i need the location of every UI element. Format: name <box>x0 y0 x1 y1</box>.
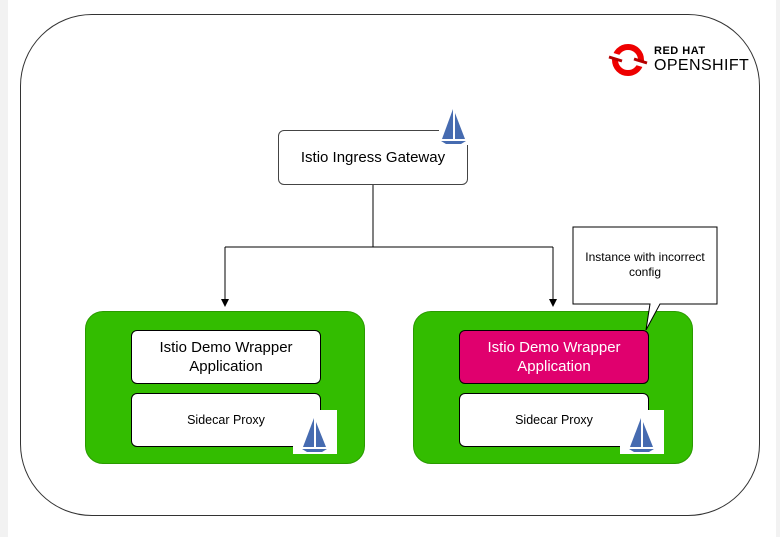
app-label: Istio Demo Wrapper Application <box>487 339 621 375</box>
proxy-label: Sidecar Proxy <box>515 413 593 427</box>
logo-brand-bottom: OPENSHIFT <box>654 57 750 74</box>
istio-sail-icon <box>629 418 654 452</box>
proxy-icon-tile <box>293 410 337 454</box>
sidecar-proxy-box: Sidecar Proxy <box>131 393 321 447</box>
ingress-gateway-box: Istio Ingress Gateway <box>278 130 468 185</box>
callout-text: Instance with incorrect config <box>585 250 705 279</box>
proxy-icon-tile <box>620 410 664 454</box>
gateway-label: Istio Ingress Gateway <box>300 149 446 166</box>
logo-brand-top: RED HAT <box>654 45 706 57</box>
proxy-label: Sidecar Proxy <box>187 413 265 427</box>
istio-sail-icon <box>302 418 327 452</box>
pod-misconfigured: Istio Demo Wrapper Application Sidecar P… <box>413 311 693 464</box>
openshift-logo: RED HAT OPENSHIFT <box>608 40 750 80</box>
istio-sail-icon <box>439 109 469 145</box>
demo-app-box-incorrect: Istio Demo Wrapper Application <box>459 330 649 384</box>
pod-healthy: Istio Demo Wrapper Application Sidecar P… <box>85 311 365 464</box>
demo-app-box: Istio Demo Wrapper Application <box>131 330 321 384</box>
sidecar-proxy-box: Sidecar Proxy <box>459 393 649 447</box>
openshift-ring-icon <box>608 44 648 76</box>
app-label: Istio Demo Wrapper Application <box>159 339 293 375</box>
